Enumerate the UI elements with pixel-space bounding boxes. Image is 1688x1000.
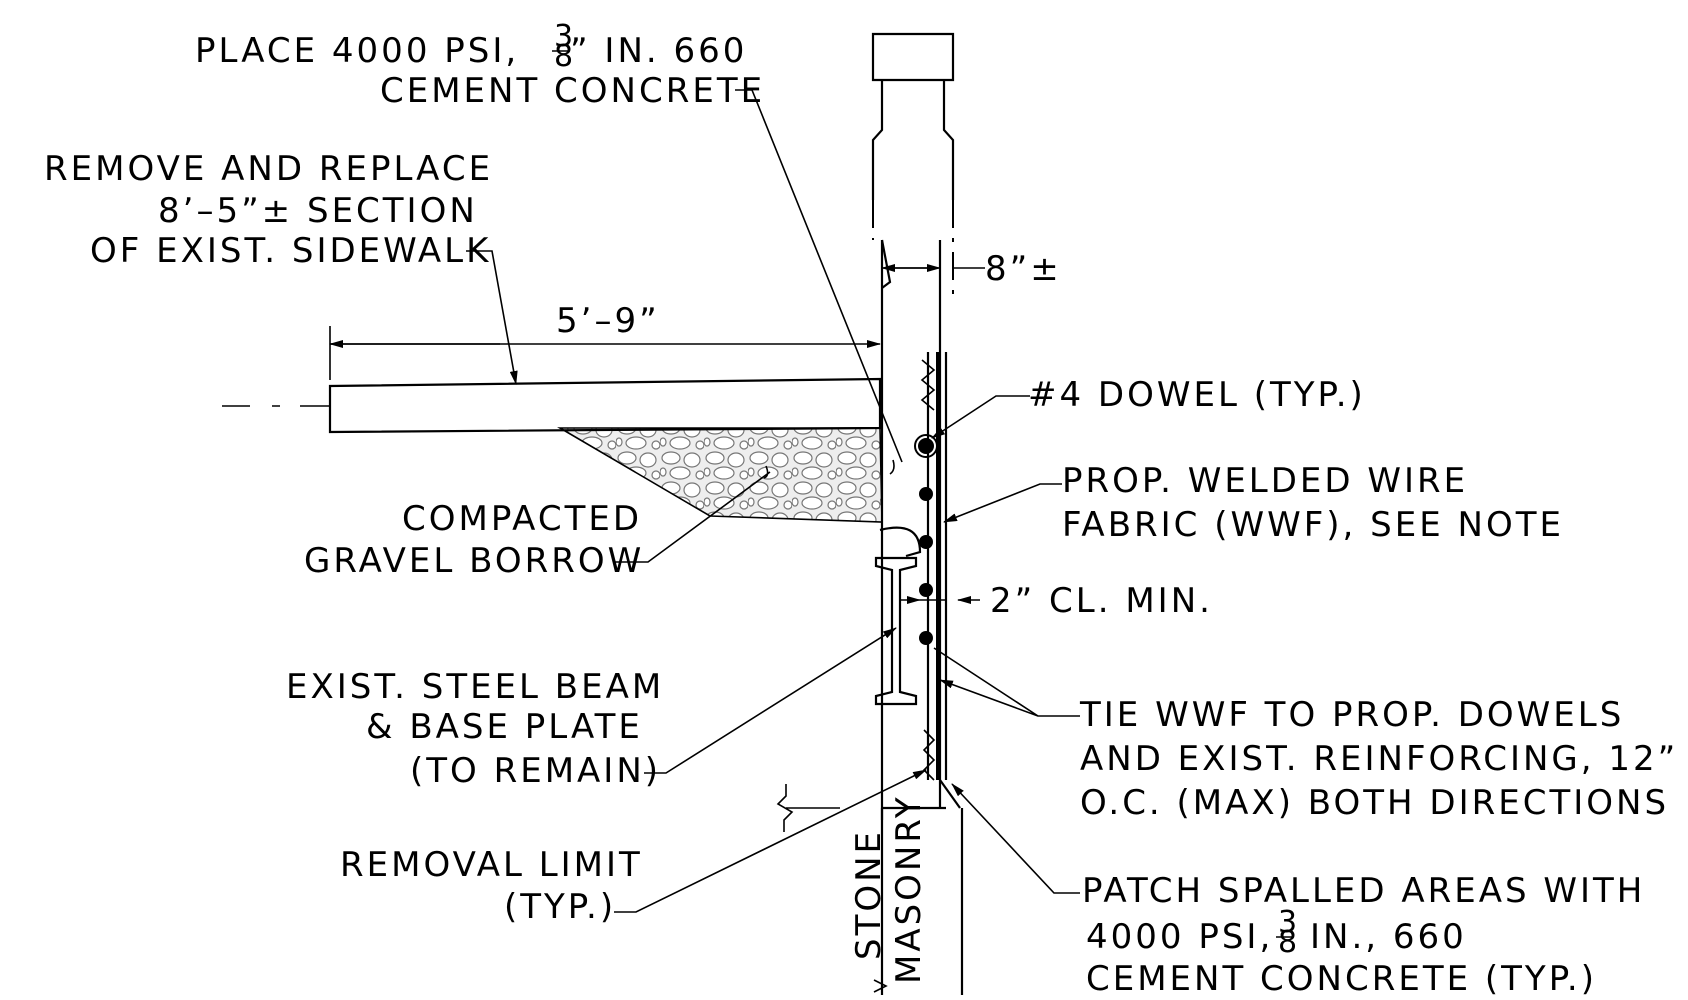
leader-removal <box>614 769 927 913</box>
note-patch-2a: 4000 PSI, <box>1086 917 1273 957</box>
reinforcing-bar <box>919 583 933 597</box>
note-tie-3: O.C. (MAX) BOTH DIRECTIONS <box>1080 783 1669 823</box>
reinforcing-bar <box>919 487 933 501</box>
note-steel-3: (TO REMAIN) <box>410 751 661 791</box>
note-steel-2: & BASE PLATE <box>366 707 643 747</box>
steel-beam <box>874 556 918 706</box>
leader-dowel <box>931 395 1030 439</box>
leader-steel-beam <box>644 627 897 774</box>
note-remove-3: OF EXIST. SIDEWALK <box>90 231 491 271</box>
dowel <box>918 438 934 454</box>
label-stone: STONE <box>849 829 889 960</box>
leader-place-concrete <box>735 89 903 463</box>
label-masonry: MASONRY <box>889 794 929 984</box>
note-tie-1: TIE WWF TO PROP. DOWELS <box>1079 695 1624 735</box>
note-dowel: #4 DOWEL (TYP.) <box>1028 375 1366 415</box>
note-remove-2: 8’–5”± SECTION <box>158 191 478 231</box>
note-wwf-1: PROP. WELDED WIRE <box>1062 461 1468 501</box>
note-place-concrete-rest: ” IN. 660 <box>570 31 747 71</box>
note-patch-1: PATCH SPALLED AREAS WITH <box>1082 871 1645 911</box>
pier-cap <box>871 32 955 82</box>
patch-frac-den: 8 <box>1278 925 1300 960</box>
leader-gravel <box>614 471 771 563</box>
note-steel-1: EXIST. STEEL BEAM <box>286 667 664 707</box>
frac-den: 8 <box>554 39 576 74</box>
note-removal-2: (TYP.) <box>504 887 616 927</box>
note-removal-1: REMOVAL LIMIT <box>340 845 643 885</box>
break-line <box>776 784 840 832</box>
note-wwf-2: FABRIC (WWF), SEE NOTE <box>1062 505 1564 545</box>
dim-wall-label: 8”± <box>985 249 1062 289</box>
note-place-concrete-2: CEMENT CONCRETE <box>380 71 765 111</box>
wall-taper <box>880 239 942 289</box>
note-gravel-2: GRAVEL BORROW <box>304 541 644 581</box>
patch-frac-num: 3 <box>1278 905 1300 940</box>
note-remove-1: REMOVE AND REPLACE <box>44 149 493 189</box>
note-tie-2: AND EXIST. REINFORCING, 12” <box>1080 739 1678 779</box>
wwf-line <box>926 352 948 780</box>
leader-tie-wwf <box>934 647 1080 717</box>
leader-remove-replace <box>466 250 518 385</box>
note-place-concrete-1: PLACE 4000 PSI, <box>195 31 519 71</box>
note-patch-3: CEMENT CONCRETE (TYP.) <box>1086 959 1597 995</box>
sidewalk-slab <box>328 377 882 434</box>
frac-num: 3 <box>554 19 576 54</box>
reinforcing-bar <box>919 631 933 645</box>
note-patch-2b: IN., 660 <box>1310 917 1467 957</box>
pier-neck <box>871 80 955 200</box>
reinforcing-bar <box>919 535 933 549</box>
leader-wwf <box>943 483 1062 523</box>
note-clear-min: 2” CL. MIN. <box>990 581 1213 621</box>
leader-patch <box>951 783 1080 894</box>
dim-width-label: 5’–9” <box>556 301 660 341</box>
note-gravel-1: COMPACTED <box>402 499 642 539</box>
